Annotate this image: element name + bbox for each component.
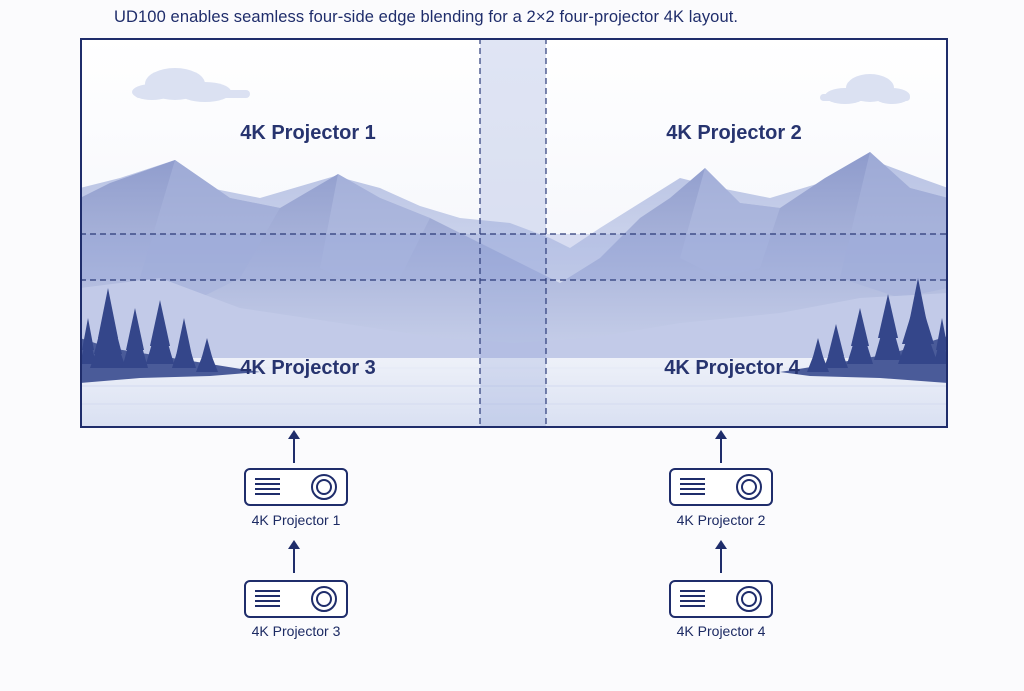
projector-label-2: 4K Projector 2 — [676, 512, 766, 528]
vertical-blend-zone — [480, 38, 546, 428]
cloud-icon — [132, 68, 250, 102]
arrow-up-icon — [287, 540, 301, 574]
arrow-up-icon — [287, 430, 301, 464]
projection-screen: 4K Projector 1 4K Projector 2 4K Project… — [80, 38, 948, 428]
zone-label-projector-1: 4K Projector 1 — [240, 122, 376, 144]
projector-icon — [669, 468, 773, 506]
horizontal-blend-zone — [80, 234, 948, 280]
zone-label-projector-3: 4K Projector 3 — [240, 357, 376, 379]
projector-icon — [244, 580, 348, 618]
projector-icon — [669, 580, 773, 618]
projector-label-1: 4K Projector 1 — [251, 512, 341, 528]
projector-label-4: 4K Projector 4 — [676, 623, 766, 639]
landscape-image — [80, 38, 948, 428]
projector-label-3: 4K Projector 3 — [251, 623, 341, 639]
diagram-caption: UD100 enables seamless four-side edge bl… — [114, 8, 739, 26]
arrow-up-icon — [714, 540, 728, 574]
tree-icon — [80, 288, 218, 372]
arrow-up-icon — [714, 430, 728, 464]
zone-label-projector-4: 4K Projector 4 — [664, 357, 800, 379]
zone-label-projector-2: 4K Projector 2 — [666, 122, 802, 144]
projector-icon — [244, 468, 348, 506]
